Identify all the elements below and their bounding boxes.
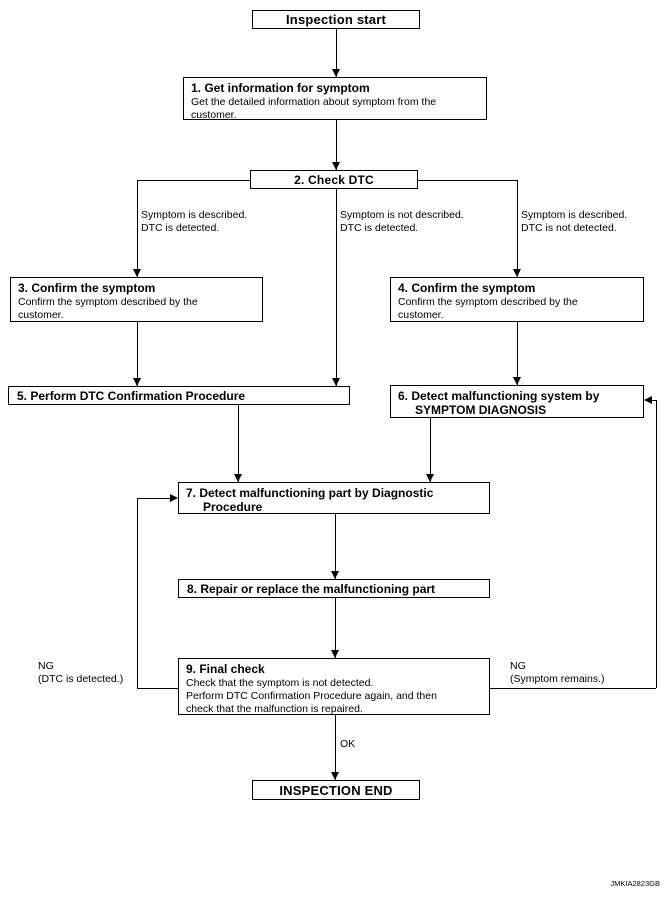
arrowhead-into-step4	[513, 269, 521, 277]
node-step-5: 5. Perform DTC Confirmation Procedure	[8, 386, 350, 405]
edge-step4-to-step6	[517, 322, 518, 385]
step-4-title: 4. Confirm the symptom	[398, 281, 536, 295]
arrowhead-ng-left-into-step7	[170, 494, 178, 502]
edge-step2-to-step4	[517, 180, 518, 277]
step-9-body: Check that the symptom is not detected. …	[186, 677, 437, 715]
ng-left-label: NG (DTC is detected.)	[38, 660, 124, 685]
edge-step1-to-step2	[336, 120, 337, 170]
edge-ng-left-h-top	[137, 498, 170, 499]
edge-step8-to-step9	[335, 598, 336, 658]
edge-step2-branch-right-h	[418, 180, 517, 181]
step-8-title: 8. Repair or replace the malfunctioning …	[187, 581, 436, 596]
node-step-8: 8. Repair or replace the malfunctioning …	[178, 579, 490, 598]
arrowhead-into-step5-left	[133, 378, 141, 386]
node-inspection-end: INSPECTION END	[252, 780, 420, 800]
branch-label-right: Symptom is described. DTC is not detecte…	[521, 209, 628, 234]
step-6-title: 6. Detect malfunctioning system by SYMPT…	[398, 389, 600, 417]
branch-label-middle: Symptom is not described. DTC is detecte…	[340, 209, 464, 234]
node-step-7: 7. Detect malfunctioning part by Diagnos…	[178, 482, 490, 514]
edge-ng-left-h-bottom	[137, 688, 178, 689]
edge-ng-right-v	[656, 400, 657, 688]
edge-start-to-step1	[336, 29, 337, 77]
arrowhead-into-step6	[513, 377, 521, 385]
arrowhead-into-step2	[332, 162, 340, 170]
edge-step6-to-step7	[430, 418, 431, 482]
step-7-title: 7. Detect malfunctioning part by Diagnos…	[186, 486, 434, 514]
arrowhead-into-step5-middle	[332, 378, 340, 386]
step-1-body: Get the detailed information about sympt…	[191, 96, 437, 121]
node-step-4: 4. Confirm the symptom Confirm the sympt…	[390, 277, 644, 322]
ng-right-label: NG (Symptom remains.)	[510, 660, 605, 685]
arrowhead-into-end	[331, 772, 339, 780]
node-step-6: 6. Detect malfunctioning system by SYMPT…	[390, 385, 644, 418]
branch-label-left: Symptom is described. DTC is detected.	[141, 209, 248, 234]
step-4-body: Confirm the symptom described by the cus…	[398, 296, 578, 321]
node-inspection-start: Inspection start	[252, 10, 420, 29]
arrowhead-into-step3	[133, 269, 141, 277]
node-step-2: 2. Check DTC	[250, 170, 418, 189]
step-3-title: 3. Confirm the symptom	[18, 281, 156, 295]
edge-ng-right-h-top	[650, 400, 657, 401]
edge-ng-left-v	[137, 498, 138, 688]
edge-step2-to-step3	[137, 180, 138, 277]
edge-step2-branch-left-h	[137, 180, 250, 181]
step-5-title: 5. Perform DTC Confirmation Procedure	[17, 388, 246, 403]
edge-step9-to-end	[335, 715, 336, 780]
arrowhead-into-step1	[332, 69, 340, 77]
node-step-1: 1. Get information for symptom Get the d…	[183, 77, 487, 121]
edge-step7-to-step8	[335, 514, 336, 579]
node-step-9: 9. Final check Check that the symptom is…	[178, 658, 490, 715]
step-9-title: 9. Final check	[186, 662, 265, 676]
figure-code: JMKIA2823GB	[610, 879, 660, 888]
ok-label: OK	[340, 738, 356, 750]
edge-step5-to-step7	[238, 405, 239, 482]
arrowhead-into-step9	[331, 650, 339, 658]
arrowhead-into-step7-left	[234, 474, 242, 482]
step-3-body: Confirm the symptom described by the cus…	[18, 296, 198, 321]
arrowhead-ng-right-into-step6	[644, 396, 652, 404]
edge-ng-right-h-bottom	[490, 688, 656, 689]
edge-step3-to-step5	[137, 322, 138, 386]
step-1-title: 1. Get information for symptom	[191, 81, 370, 95]
node-step-3: 3. Confirm the symptom Confirm the sympt…	[10, 277, 263, 322]
arrowhead-into-step7-right	[426, 474, 434, 482]
edge-step2-to-step5	[336, 189, 337, 386]
arrowhead-into-step8	[331, 571, 339, 579]
